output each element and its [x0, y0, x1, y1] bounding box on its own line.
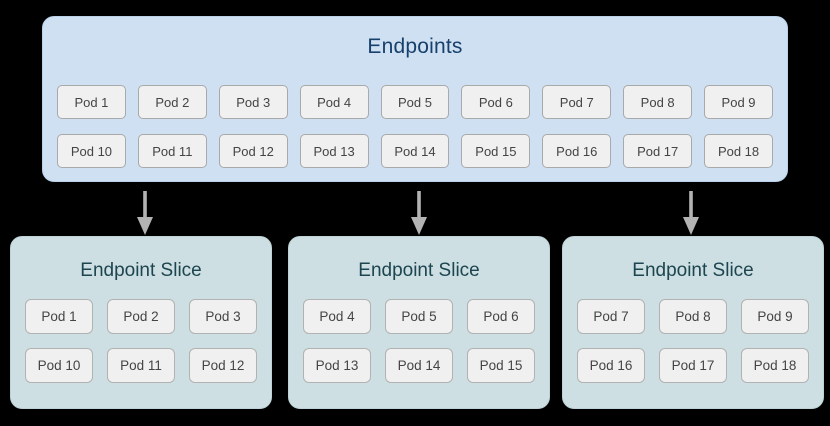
pod-box[interactable]: Pod 14: [380, 134, 450, 168]
slice-pod-row-1: Pod 1 Pod 2 Pod 3: [25, 299, 257, 334]
pod-box[interactable]: Pod 14: [385, 348, 453, 383]
arrow-down-icon: [680, 191, 702, 235]
pod-box[interactable]: Pod 12: [218, 134, 288, 168]
pod-box[interactable]: Pod 6: [461, 85, 531, 119]
slice-pod-row-2: Pod 10 Pod 11 Pod 12: [25, 348, 257, 383]
pod-box[interactable]: Pod 10: [57, 134, 126, 168]
pod-box[interactable]: Pod 12: [189, 348, 257, 383]
endpoints-title: Endpoints: [367, 35, 463, 58]
pod-box[interactable]: Pod 9: [704, 85, 773, 119]
pod-box[interactable]: Pod 5: [385, 299, 453, 334]
pod-box[interactable]: Pod 13: [303, 348, 371, 383]
pod-box[interactable]: Pod 18: [741, 348, 809, 383]
endpoint-slice-title: Endpoint Slice: [358, 260, 480, 281]
endpoint-slice-card: Endpoint Slice Pod 1 Pod 2 Pod 3 Pod 10 …: [10, 236, 272, 409]
endpoints-pod-row-1: Pod 1 Pod 2 Pod 3 Pod 4 Pod 5 Pod 6 Pod …: [57, 85, 773, 119]
pod-box[interactable]: Pod 3: [218, 85, 288, 119]
pod-box[interactable]: Pod 17: [623, 134, 693, 168]
pod-box[interactable]: Pod 2: [107, 299, 175, 334]
endpoint-slice-card: Endpoint Slice Pod 7 Pod 8 Pod 9 Pod 16 …: [562, 236, 824, 409]
pod-box[interactable]: Pod 16: [577, 348, 645, 383]
endpoint-slice-card: Endpoint Slice Pod 4 Pod 5 Pod 6 Pod 13 …: [288, 236, 550, 409]
pod-box[interactable]: Pod 11: [137, 134, 207, 168]
pod-box[interactable]: Pod 17: [659, 348, 727, 383]
endpoint-slice-title: Endpoint Slice: [80, 260, 202, 281]
slice-pod-row-1: Pod 7 Pod 8 Pod 9: [577, 299, 809, 334]
pod-box[interactable]: Pod 3: [189, 299, 257, 334]
pod-box[interactable]: Pod 1: [25, 299, 93, 334]
slice-pod-row-2: Pod 16 Pod 17 Pod 18: [577, 348, 809, 383]
endpoints-panel: Endpoints Pod 1 Pod 2 Pod 3 Pod 4 Pod 5 …: [42, 16, 788, 182]
endpoints-pod-row-2: Pod 10 Pod 11 Pod 12 Pod 13 Pod 14 Pod 1…: [57, 134, 773, 168]
pod-box[interactable]: Pod 8: [623, 85, 693, 119]
pod-box[interactable]: Pod 18: [704, 134, 773, 168]
pod-box[interactable]: Pod 13: [299, 134, 369, 168]
pod-box[interactable]: Pod 15: [461, 134, 531, 168]
slice-pod-row-2: Pod 13 Pod 14 Pod 15: [303, 348, 535, 383]
pod-box[interactable]: Pod 9: [741, 299, 809, 334]
pod-box[interactable]: Pod 11: [107, 348, 175, 383]
pod-box[interactable]: Pod 7: [577, 299, 645, 334]
pod-box[interactable]: Pod 6: [467, 299, 535, 334]
pod-box[interactable]: Pod 16: [542, 134, 612, 168]
pod-box[interactable]: Pod 8: [659, 299, 727, 334]
arrow-down-icon: [408, 191, 430, 235]
slice-pod-row-1: Pod 4 Pod 5 Pod 6: [303, 299, 535, 334]
pod-box[interactable]: Pod 7: [542, 85, 612, 119]
pod-box[interactable]: Pod 4: [303, 299, 371, 334]
pod-box[interactable]: Pod 5: [380, 85, 450, 119]
arrow-down-icon: [134, 191, 156, 235]
pod-box[interactable]: Pod 1: [57, 85, 126, 119]
pod-box[interactable]: Pod 10: [25, 348, 93, 383]
pod-box[interactable]: Pod 15: [467, 348, 535, 383]
endpoint-slice-title: Endpoint Slice: [632, 260, 754, 281]
pod-box[interactable]: Pod 4: [299, 85, 369, 119]
pod-box[interactable]: Pod 2: [137, 85, 207, 119]
